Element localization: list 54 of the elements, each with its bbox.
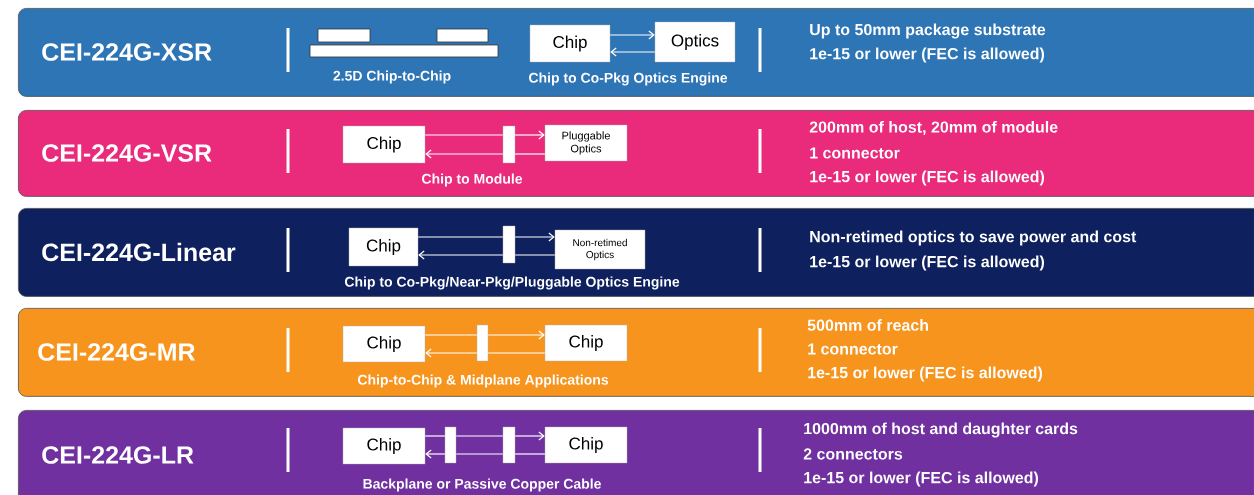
spec-line: 1 connector bbox=[810, 147, 900, 159]
band bbox=[18, 410, 1254, 495]
arrow bbox=[610, 47, 656, 57]
spec-line: 1e-15 or lower (FEC is allowed) bbox=[804, 471, 1038, 487]
arrow bbox=[425, 149, 504, 159]
application-label: Chip to Co-Pkg/Near-Pkg/Pluggable Optics Engine bbox=[344, 276, 680, 290]
arrow bbox=[425, 449, 446, 459]
arrow bbox=[425, 348, 478, 358]
connector-bar bbox=[476, 324, 489, 362]
spec-line: 1e-15 or lower (FEC is allowed) bbox=[810, 170, 1044, 186]
component-box: Chip bbox=[544, 426, 628, 464]
arrow bbox=[514, 130, 545, 140]
component-box: Chip bbox=[529, 24, 611, 63]
arrow bbox=[609, 30, 655, 40]
application-label: Backplane or Passive Copper Cable bbox=[363, 478, 601, 492]
application-label: Chip to Co-Pkg Optics Engine bbox=[529, 72, 728, 86]
application-label: 2.5D Chip-to-Chip bbox=[333, 70, 451, 84]
component-box: Chip bbox=[342, 427, 426, 465]
arrow bbox=[514, 431, 545, 441]
component-box: Chip bbox=[342, 125, 426, 164]
component-box: Chip bbox=[342, 325, 426, 363]
band-title: CEI-224G-MR bbox=[38, 343, 196, 361]
spec-line: 1000mm of host and daughter cards bbox=[804, 422, 1078, 438]
connector-bar bbox=[502, 125, 516, 164]
application-label: Chip to Module bbox=[422, 173, 523, 187]
band-title: CEI-224G-XSR bbox=[42, 43, 212, 61]
spec-line: Up to 50mm package substrate bbox=[810, 23, 1046, 39]
band bbox=[18, 308, 1254, 397]
spec-line: 200mm of host, 20mm of module bbox=[809, 120, 1058, 136]
spec-line: Non-retimed optics to save power and cost bbox=[810, 230, 1137, 246]
spec-line: 1e-15 or lower (FEC is allowed) bbox=[810, 255, 1044, 271]
spec-line: 1e-15 or lower (FEC is allowed) bbox=[808, 366, 1042, 382]
spec-line: 1e-15 or lower (FEC is allowed) bbox=[810, 47, 1044, 63]
spec-line: 500mm of reach bbox=[807, 319, 928, 331]
band-title: CEI-224G-Linear bbox=[42, 242, 236, 262]
component-box: Pluggable Optics bbox=[544, 124, 628, 162]
component-box: Non-retimed Optics bbox=[554, 229, 646, 270]
band bbox=[18, 110, 1254, 197]
connector-bar bbox=[502, 426, 516, 464]
component-box: Optics bbox=[654, 21, 736, 63]
component-box: Chip bbox=[348, 227, 419, 267]
component-box: Chip bbox=[544, 324, 628, 362]
connector-bar bbox=[444, 426, 457, 464]
spec-line: 2 connectors bbox=[803, 448, 903, 460]
application-label: Chip-to-Chip & Midplane Applications bbox=[358, 374, 609, 388]
band bbox=[18, 208, 1254, 297]
band bbox=[18, 8, 1254, 97]
connector-bar bbox=[502, 225, 516, 264]
band-title: CEI-224G-LR bbox=[42, 446, 194, 464]
spec-line: 1 connector bbox=[808, 343, 898, 355]
arrow bbox=[418, 250, 504, 260]
arrow bbox=[514, 232, 555, 242]
band-title: CEI-224G-VSR bbox=[42, 144, 212, 162]
arrow bbox=[487, 330, 545, 340]
